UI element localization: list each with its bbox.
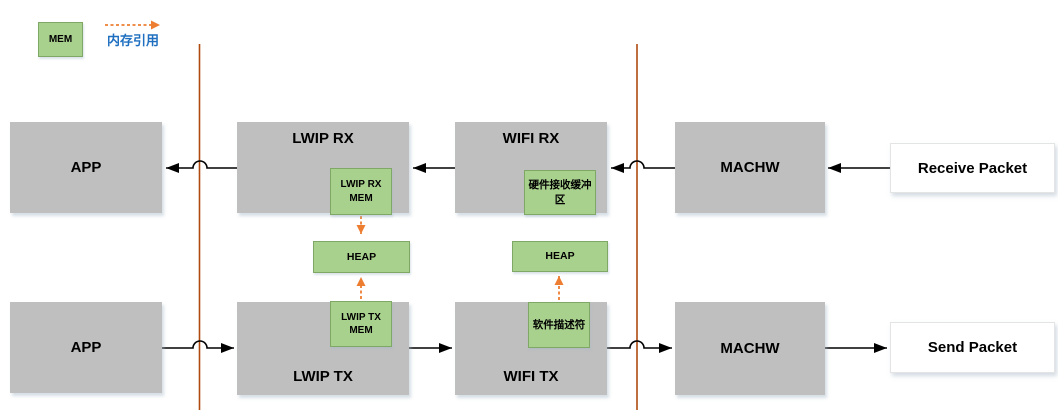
box-receive-packet-label: Receive Packet bbox=[917, 159, 1028, 177]
arrow-wifi-tx-to-machw bbox=[607, 340, 672, 353]
box-app-receive: APP bbox=[10, 122, 162, 213]
box-app-send: APP bbox=[10, 302, 162, 393]
box-send-packet-label: Send Packet bbox=[927, 339, 1018, 356]
box-machw-receive-label: MACHW bbox=[720, 159, 780, 176]
mem-box-lwip-rx-mem: LWIP RX MEM bbox=[330, 168, 392, 215]
box-machw-receive: MACHW bbox=[675, 122, 825, 213]
box-app-send-label: APP bbox=[70, 339, 102, 356]
box-lwip-tx-label: LWIP TX bbox=[293, 368, 353, 385]
box-machw-send: MACHW bbox=[675, 302, 825, 395]
mem-box-hw-rx-buffer-label: 硬件接收缓冲区 bbox=[528, 179, 592, 206]
mem-box-lwip-tx-mem: LWIP TX MEM bbox=[330, 301, 392, 347]
arrow-machw-to-wifi-rx bbox=[611, 160, 675, 173]
heap-box-left: HEAP bbox=[313, 241, 410, 273]
legend-mem-box: MEM bbox=[38, 22, 83, 57]
box-lwip-rx-label: LWIP RX bbox=[292, 130, 354, 147]
box-app-receive-label: APP bbox=[70, 159, 102, 176]
box-receive-packet: Receive Packet bbox=[890, 143, 1055, 193]
mem-box-sw-descriptor: 软件描述符 bbox=[528, 302, 590, 348]
heap-box-left-label: HEAP bbox=[346, 250, 377, 263]
legend-mem-label: MEM bbox=[48, 33, 73, 45]
arrow-lwip-rx-to-app bbox=[166, 160, 237, 173]
mem-box-lwip-tx-mem-label: LWIP TX MEM bbox=[341, 311, 381, 337]
mem-box-sw-descriptor-label: 软件描述符 bbox=[532, 318, 586, 331]
box-wifi-rx-label: WIFI RX bbox=[502, 130, 560, 147]
box-wifi-tx-label: WIFI TX bbox=[503, 368, 559, 385]
mem-box-lwip-rx-mem-label: LWIP RX MEM bbox=[340, 179, 382, 204]
mem-box-hw-rx-buffer: 硬件接收缓冲区 bbox=[524, 170, 596, 215]
heap-box-right-label: HEAP bbox=[545, 250, 575, 263]
heap-box-right: HEAP bbox=[512, 241, 608, 272]
box-send-packet: Send Packet bbox=[890, 322, 1055, 373]
arrow-app-to-lwip-tx bbox=[162, 340, 234, 353]
legend-memory-ref-label: 内存引用 bbox=[107, 33, 160, 48]
box-machw-send-label: MACHW bbox=[720, 340, 780, 357]
